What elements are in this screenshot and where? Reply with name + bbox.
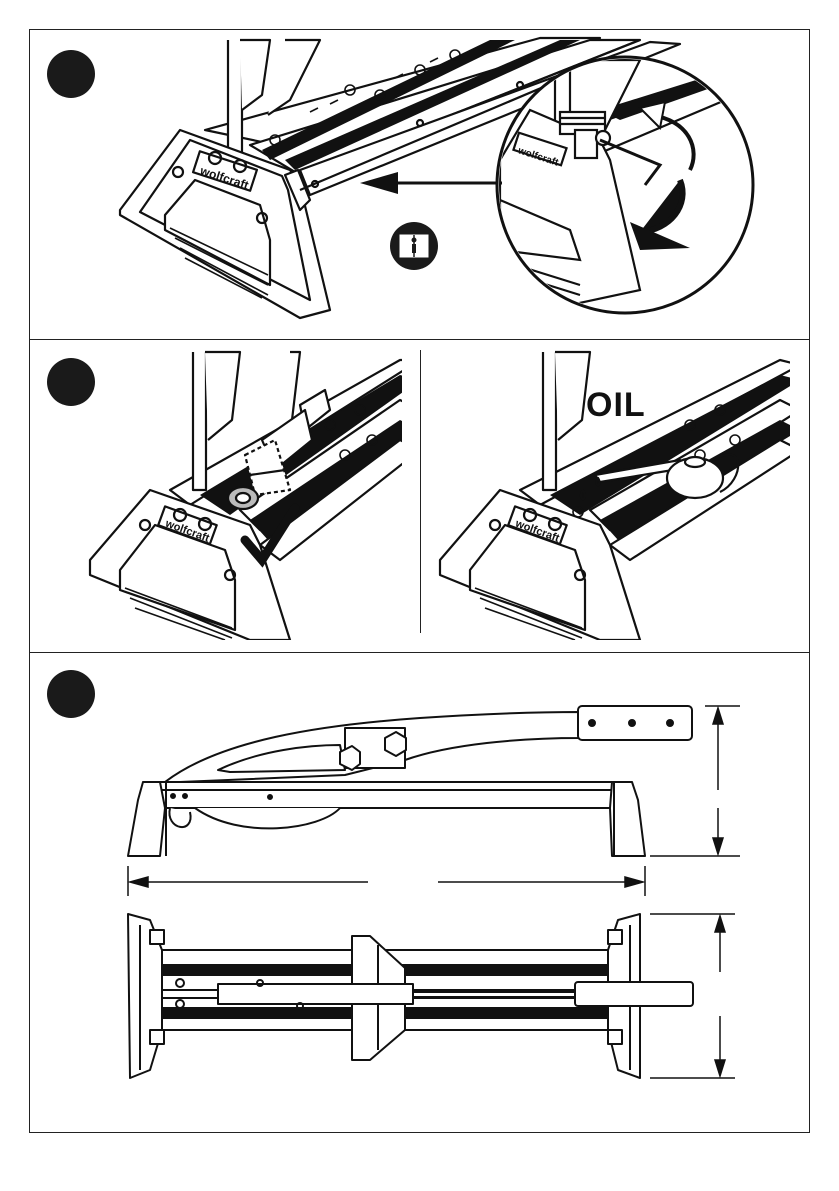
step-2-cleaning-illustration: wolfcraft [30,341,420,641]
length-dimension [128,866,645,896]
step-1-illustration: wolfcraft [30,30,810,338]
zoom-detail: wolfcraft [497,57,810,320]
section-divider-2 [29,652,810,653]
oil-label: OIL [586,386,646,425]
direction-arrow-icon [360,172,500,194]
section-2-split [420,350,421,633]
read-manual-icon [390,222,438,270]
step-3-dimensions-illustration [30,654,810,1132]
section-divider-1 [29,339,810,340]
